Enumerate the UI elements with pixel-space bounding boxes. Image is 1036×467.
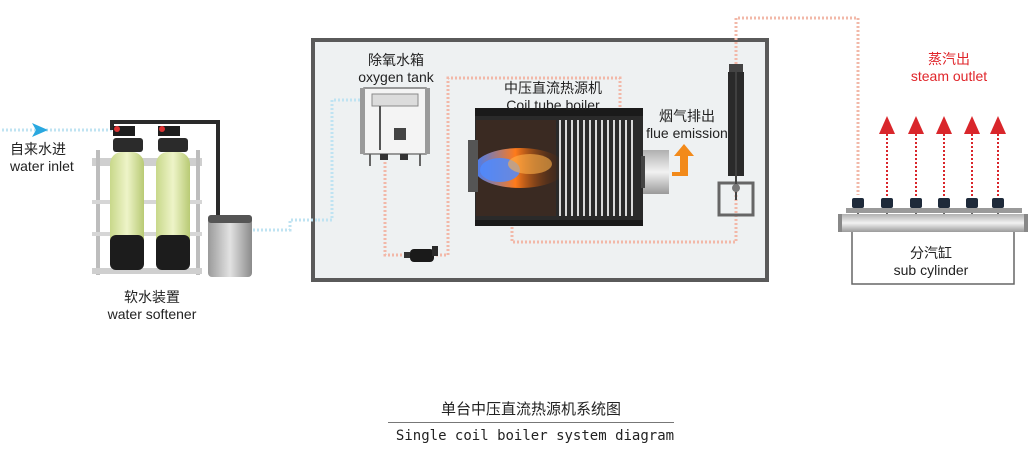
steam-arrow-icon	[879, 116, 895, 196]
feed-pump	[404, 246, 438, 262]
steam-outlet-arrows	[879, 116, 1006, 196]
flue-emission-label-cn: 烟气排出	[659, 108, 715, 124]
steam-outlet-label-en: steam outlet	[910, 68, 988, 84]
sub-cylinder-label-en: sub cylinder	[893, 262, 969, 278]
sub-cylinder-label-cn: 分汽缸	[910, 245, 952, 261]
oxygen-tank-label-cn: 除氧水箱	[368, 52, 424, 68]
water-inlet-label-cn: 自来水进	[10, 141, 66, 157]
boiler-label-en: Coil tube boiler	[506, 97, 600, 113]
heat-exchanger-column	[717, 64, 755, 217]
steam-arrow-icon	[964, 116, 980, 196]
caption-cn: 单台中压直流热源机系统图	[440, 400, 621, 418]
water-inlet-label-en: water inlet	[10, 158, 74, 174]
steam-outlet-label-cn: 蒸汽出	[928, 51, 970, 67]
coil-tube-boiler	[468, 108, 669, 226]
water-softener-label-en: water softener	[107, 306, 197, 322]
oxygen-tank-label-en: oxygen tank	[358, 69, 434, 85]
water-softener-label: 软水装置 water softener	[92, 289, 212, 323]
steam-arrow-icon	[908, 116, 924, 196]
steam-arrow-icon	[936, 116, 952, 196]
sub-cylinder	[838, 198, 1028, 285]
oxygen-tank-label: 除氧水箱 oxygen tank	[346, 52, 446, 86]
flue-emission-label: 烟气排出 flue emission	[642, 108, 732, 142]
boiler-label-cn: 中压直流热源机	[504, 80, 602, 96]
caption-divider	[388, 422, 674, 423]
steam-outlet-label: 蒸汽出 steam outlet	[894, 51, 1004, 85]
inlet-arrow-icon	[32, 123, 48, 137]
water-inlet-label: 自来水进 water inlet	[10, 141, 74, 175]
caption-en: Single coil boiler system diagram	[395, 428, 675, 444]
flue-arrow-icon	[672, 144, 694, 176]
boiler-label: 中压直流热源机 Coil tube boiler	[488, 80, 618, 114]
water-softener-label-cn: 软水装置	[124, 289, 180, 305]
steam-arrow-icon	[990, 116, 1006, 196]
water-softener	[92, 120, 252, 277]
sub-cylinder-label: 分汽缸 sub cylinder	[876, 245, 986, 279]
water-pipelines	[2, 98, 360, 232]
oxygen-tank	[360, 87, 430, 166]
flue-emission-label-en: flue emission	[646, 125, 728, 141]
